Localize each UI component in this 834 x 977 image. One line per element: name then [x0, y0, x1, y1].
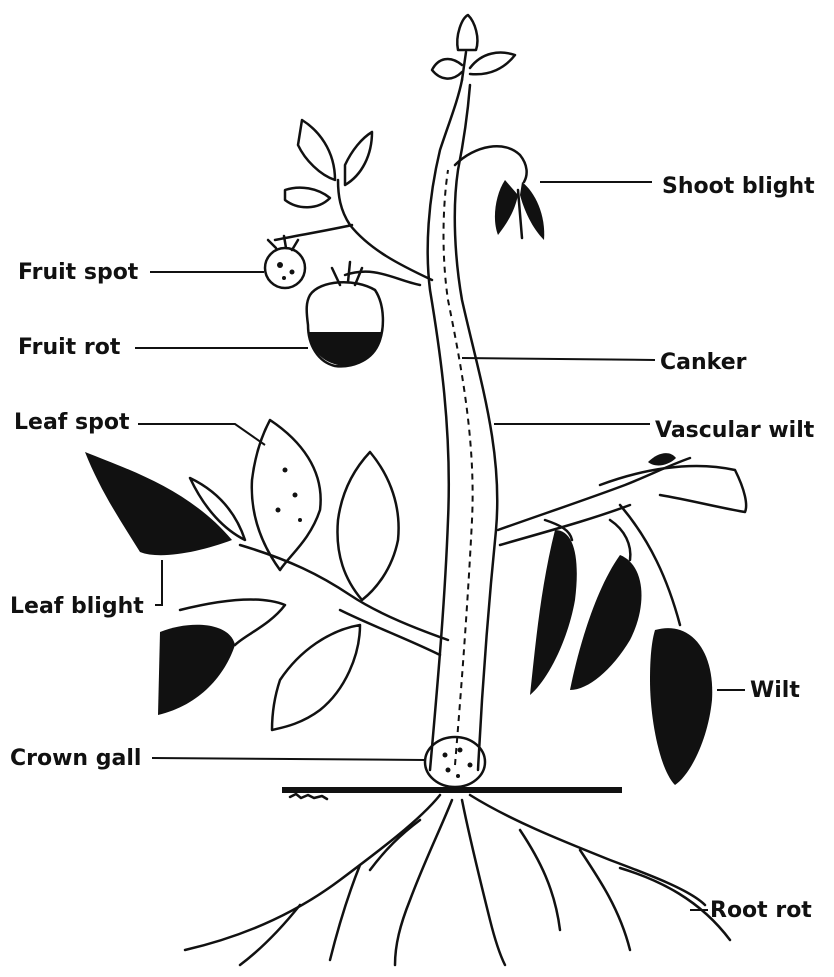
label-crown-gall: Crown gall: [10, 748, 141, 770]
label-leaf-spot: Leaf spot: [14, 412, 130, 434]
label-fruit-spot: Fruit spot: [18, 262, 138, 284]
label-fruit-rot: Fruit rot: [18, 337, 120, 359]
upper-left-branch: [275, 120, 432, 280]
leader-crown-gall: [152, 758, 425, 760]
label-leaf-blight: Leaf blight: [10, 596, 144, 618]
label-wilt: Wilt: [750, 680, 800, 702]
leader-lines: [135, 182, 745, 910]
right-branch: [498, 453, 746, 785]
label-shoot-blight: Shoot blight: [662, 176, 815, 198]
label-root-rot: Root rot: [710, 900, 812, 922]
shoot-blight-branch: [455, 146, 544, 240]
label-vascular-wilt: Vascular wilt: [655, 420, 814, 442]
main-stem: [428, 80, 498, 770]
leader-leaf-spot: [138, 424, 265, 445]
left-lower-branch: [85, 420, 448, 730]
leader-canker: [462, 358, 655, 360]
leader-leaf-blight: [155, 560, 162, 605]
soil-line: [282, 790, 622, 799]
label-canker: Canker: [660, 352, 746, 374]
top-bud: [432, 15, 515, 80]
fruit-spot-fruit: [265, 236, 305, 288]
roots: [185, 795, 730, 965]
fruit-rot-fruit: [307, 262, 420, 366]
